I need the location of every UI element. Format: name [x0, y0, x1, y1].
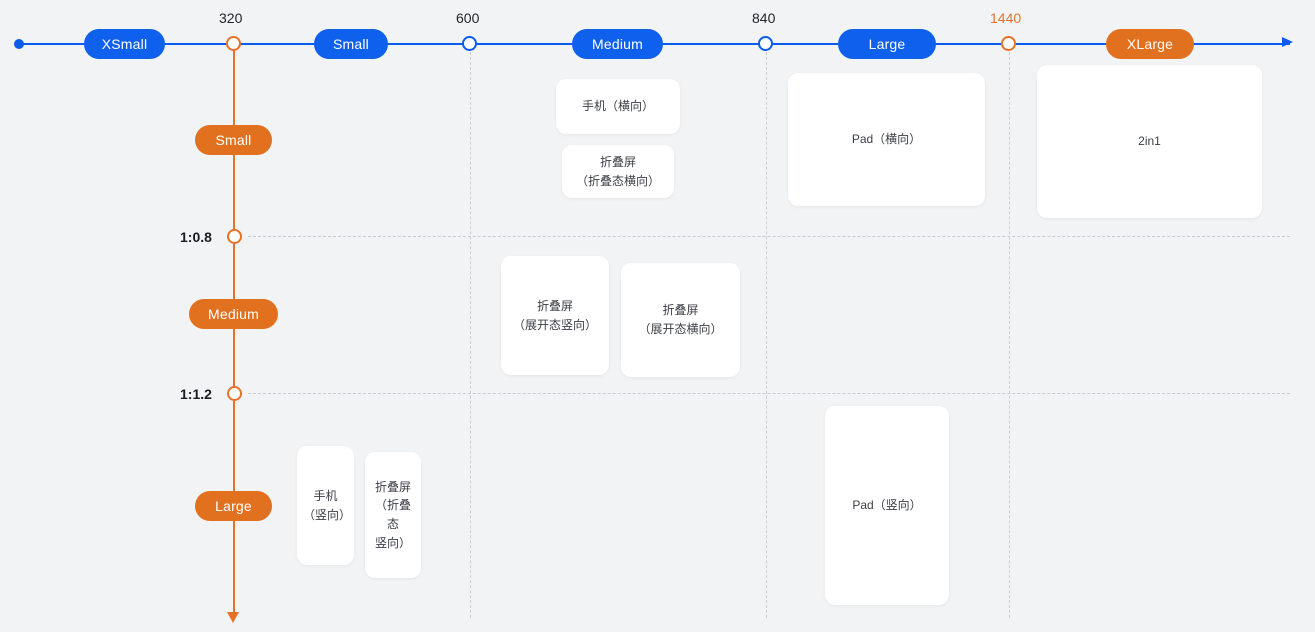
breakpoint-pill-medium[interactable]: Medium	[572, 29, 663, 59]
card-line: 折叠屏	[374, 479, 411, 494]
pill-label: Large	[215, 498, 252, 514]
h-axis-arrow-icon	[1282, 37, 1293, 47]
device-card-pad-landscape[interactable]: Pad（横向）	[788, 73, 985, 206]
device-card-pad-portrait[interactable]: Pad（竖向）	[825, 406, 949, 605]
gridline-ratio-1-0-8	[248, 236, 1290, 237]
ratio-pill-large[interactable]: Large	[195, 491, 272, 521]
device-card-foldable-folded-portrait[interactable]: 折叠屏 （折叠态 竖向）	[365, 452, 421, 578]
card-line: 折叠屏	[599, 154, 636, 169]
card-line: （折叠态	[374, 498, 411, 531]
tick-marker-600[interactable]	[462, 36, 477, 51]
tick-label-ratio-1-0-8: 1:0.8	[180, 229, 212, 245]
card-line: （折叠态横向）	[575, 173, 660, 188]
card-line: （展开态横向）	[638, 322, 723, 336]
breakpoint-pill-small[interactable]: Small	[314, 29, 388, 59]
card-line: 折叠屏	[662, 303, 699, 318]
tick-label-600: 600	[456, 10, 480, 26]
breakpoint-pill-large[interactable]: Large	[838, 29, 936, 59]
breakpoint-pill-xsmall[interactable]: XSmall	[84, 29, 165, 59]
v-axis-line	[233, 44, 235, 615]
device-card-phone-portrait[interactable]: 手机 （竖向）	[297, 446, 354, 565]
pill-label: Small	[215, 132, 252, 148]
gridline-ratio-1-1-2	[248, 393, 1290, 394]
pill-label: Small	[332, 36, 369, 52]
tick-marker-ratio-1-1-2[interactable]	[227, 386, 242, 401]
gridline-600	[470, 52, 471, 618]
device-card-phone-landscape[interactable]: 手机（横向）	[556, 79, 680, 134]
gridline-1440	[1009, 52, 1010, 618]
card-line: （展开态竖向）	[512, 317, 597, 332]
pill-label: XLarge	[1126, 36, 1174, 52]
v-axis-arrow-icon	[227, 612, 239, 623]
device-card-2in1[interactable]: 2in1	[1037, 65, 1262, 218]
device-card-foldable-folded-landscape[interactable]: 折叠屏 （折叠态横向）	[562, 145, 674, 198]
tick-marker-320[interactable]	[226, 36, 241, 51]
card-line: （竖向）	[303, 507, 352, 522]
card-line: 2in1	[1138, 134, 1161, 149]
pill-label: Large	[868, 36, 906, 52]
card-line: Pad（横向）	[851, 132, 922, 147]
pill-label: Medium	[592, 36, 643, 52]
card-line: 竖向）	[374, 535, 411, 550]
tick-marker-ratio-1-0-8[interactable]	[227, 229, 242, 244]
tick-label-ratio-1-1-2: 1:1.2	[180, 386, 212, 402]
tick-label-320: 320	[219, 10, 243, 26]
breakpoint-pill-xlarge[interactable]: XLarge	[1106, 29, 1194, 59]
tick-label-1440: 1440	[990, 10, 1022, 26]
card-line: 手机	[313, 488, 338, 503]
ratio-pill-medium[interactable]: Medium	[189, 299, 278, 329]
card-line: 折叠屏	[536, 298, 573, 313]
device-card-foldable-unfolded-portrait[interactable]: 折叠屏 （展开态竖向）	[501, 256, 609, 375]
pill-label: Medium	[208, 306, 259, 322]
card-line: Pad（竖向）	[852, 498, 922, 513]
tick-marker-1440[interactable]	[1001, 36, 1016, 51]
pill-label: XSmall	[101, 36, 148, 52]
ratio-pill-small[interactable]: Small	[195, 125, 272, 155]
tick-label-840: 840	[752, 10, 776, 26]
tick-marker-840[interactable]	[758, 36, 773, 51]
device-card-foldable-unfolded-landscape[interactable]: 折叠屏 （展开态横向）	[621, 263, 740, 377]
card-line: 手机（横向）	[581, 99, 654, 114]
gridline-840	[766, 52, 767, 618]
